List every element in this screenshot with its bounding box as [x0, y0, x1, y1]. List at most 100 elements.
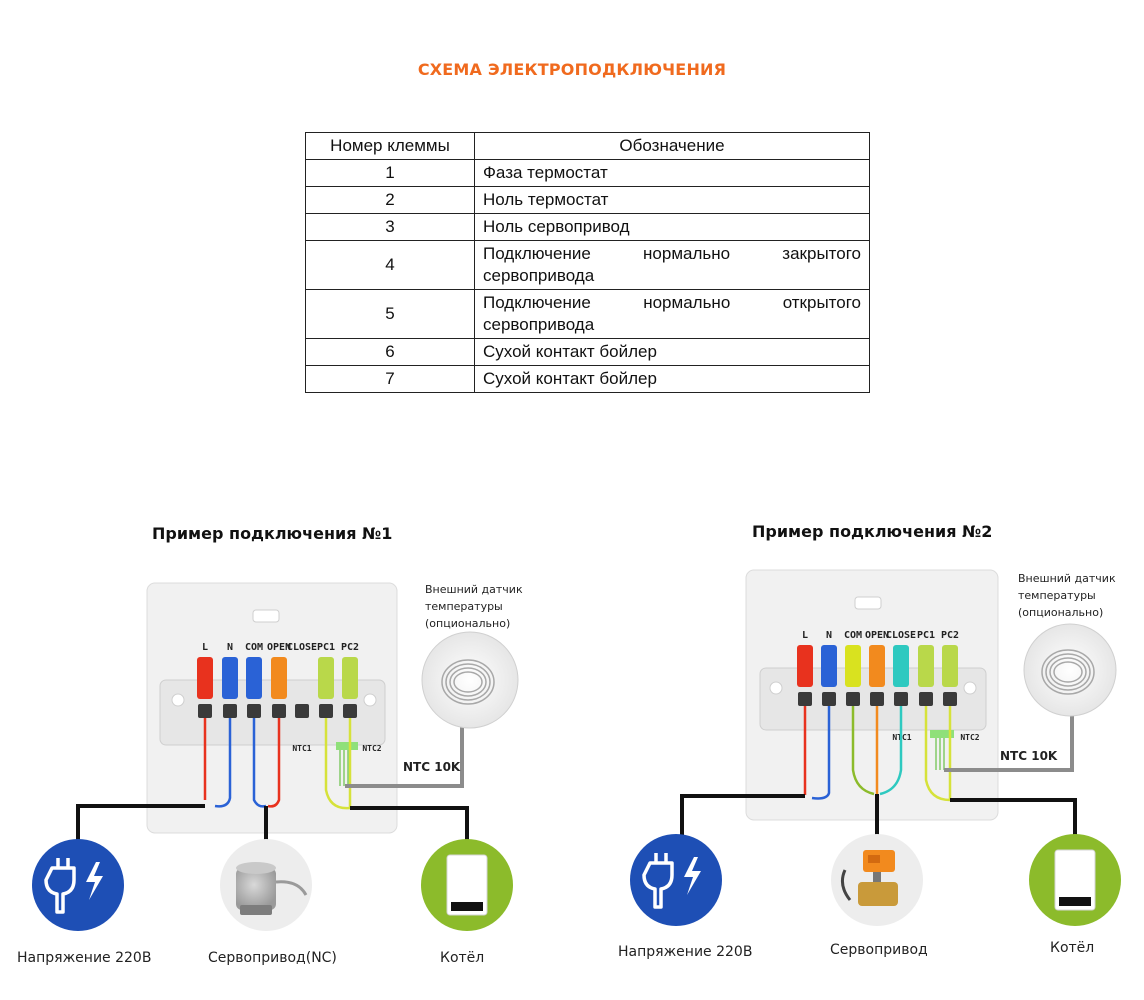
terminal-tab-N: [222, 657, 238, 699]
example-2-diagram: L N COM OPEN CLOSE PC1 PC2 NTC1 NTC2: [618, 569, 1121, 960]
terminal-screw: [798, 692, 812, 706]
sensor-coil-icon: [1041, 649, 1095, 695]
terminal-label: N: [227, 642, 233, 653]
power-cable: [76, 804, 205, 850]
power-label: Напряжение 220В: [17, 950, 151, 966]
terminal-label: COM: [844, 630, 862, 641]
terminal-tab-COM: [246, 657, 262, 699]
temperature-sensor: [1023, 623, 1117, 717]
terminal-screw: [943, 692, 957, 706]
wire-PC1: [324, 718, 351, 810]
example-1-title: Пример подключения №1: [152, 524, 393, 543]
sensor-label-line: Внешний датчик: [1018, 572, 1116, 585]
terminal-number: 1: [305, 159, 475, 187]
screw-hole: [363, 693, 377, 707]
page-title: СХЕМА ЭЛЕКТРОПОДКЛЮЧЕНИЯ: [417, 60, 727, 79]
terminal-label: PC1: [317, 642, 335, 653]
column-header-terminal-number: Номер клеммы: [305, 132, 475, 160]
terminal-tab-PC2: [942, 645, 958, 687]
boiler-cable: [950, 798, 1077, 845]
power-plug-icon: [32, 839, 124, 931]
terminal-designation: Ноль сервопривод: [474, 213, 870, 241]
terminal-screw: [870, 692, 884, 706]
terminal-screw: [295, 704, 309, 718]
terminal-screw: [198, 704, 212, 718]
temperature-sensor: [421, 631, 519, 729]
wire-COM: [851, 706, 875, 796]
terminal-label: CLOSE: [287, 642, 317, 653]
ntc-value-label: NTC 10K: [403, 760, 461, 774]
actuator-label: Сервопривод(NC): [208, 950, 337, 966]
sensor-label-line: температуры: [425, 600, 503, 613]
wire-PC1: [924, 706, 951, 802]
boiler-cable: [350, 806, 469, 850]
sensor-label-line: Внешний датчик: [425, 583, 523, 596]
terminal-designation: Фаза термостат: [474, 159, 870, 187]
wire-OPEN: [267, 718, 281, 808]
ntc-value-label: NTC 10K: [1000, 749, 1058, 763]
terminal-screw: [919, 692, 933, 706]
terminal-label: PC2: [941, 630, 959, 641]
terminal-number: 3: [305, 213, 475, 241]
terminal-tab-L: [797, 645, 813, 687]
ntc-connector: [930, 730, 954, 738]
terminal-tab-COM: [845, 645, 861, 687]
terminal-screw: [223, 704, 237, 718]
sensor-label-line: температуры: [1018, 589, 1096, 602]
terminal-designation: Подключение нормально закрытого сервопри…: [474, 240, 870, 290]
boiler-label: Котёл: [1050, 940, 1094, 956]
terminal-tab-CLOSE: [893, 645, 909, 687]
terminal-screw: [272, 704, 286, 718]
terminal-tab-PC1: [318, 657, 334, 699]
actuator-valve-icon: [831, 834, 923, 926]
boiler-icon: [1029, 834, 1121, 926]
actuator-icon: [220, 839, 312, 931]
terminal-number: 4: [305, 240, 475, 290]
sensor-label-line: (опционально): [425, 617, 510, 630]
sensor-coil-icon: [441, 659, 495, 705]
boiler-label: Котёл: [440, 950, 484, 966]
terminal-screw: [846, 692, 860, 706]
ntc-connector: [336, 742, 358, 750]
screw-hole: [171, 693, 185, 707]
terminal-screw: [894, 692, 908, 706]
terminal-tab-OPEN: [869, 645, 885, 687]
screw-hole: [963, 681, 977, 695]
screw-hole: [769, 681, 783, 695]
terminal-label: CLOSE: [886, 630, 916, 641]
ntc1-label: NTC1: [292, 744, 311, 753]
terminal-tab-L: [197, 657, 213, 699]
terminal-screw: [247, 704, 261, 718]
terminal-label: L: [202, 642, 208, 653]
terminal-label: OPEN: [267, 642, 291, 653]
terminal-designation: Ноль термостат: [474, 186, 870, 214]
power-plug-icon: [630, 834, 722, 926]
terminal-number: 7: [305, 365, 475, 393]
terminal-screw: [343, 704, 357, 718]
terminal-screw: [822, 692, 836, 706]
boiler-icon: [421, 839, 513, 931]
mounting-slot: [854, 596, 882, 610]
sensor-label-line: (опционально): [1018, 606, 1103, 619]
wire-N: [214, 718, 232, 808]
power-label: Напряжение 220В: [618, 944, 752, 960]
terminal-tab-PC2: [342, 657, 358, 699]
mounting-slot: [252, 609, 280, 623]
terminal-label: PC2: [341, 642, 359, 653]
terminal-label: L: [802, 630, 808, 641]
terminal-tab-N: [821, 645, 837, 687]
terminal-tab-PC1: [918, 645, 934, 687]
wire-CLOSE: [879, 706, 903, 796]
terminal-designation: Подключение нормально открытого сервопри…: [474, 289, 870, 339]
terminal-number: 5: [305, 289, 475, 339]
ntc-wires: [339, 750, 349, 786]
power-cable: [680, 794, 805, 845]
terminal-label: OPEN: [865, 630, 889, 641]
